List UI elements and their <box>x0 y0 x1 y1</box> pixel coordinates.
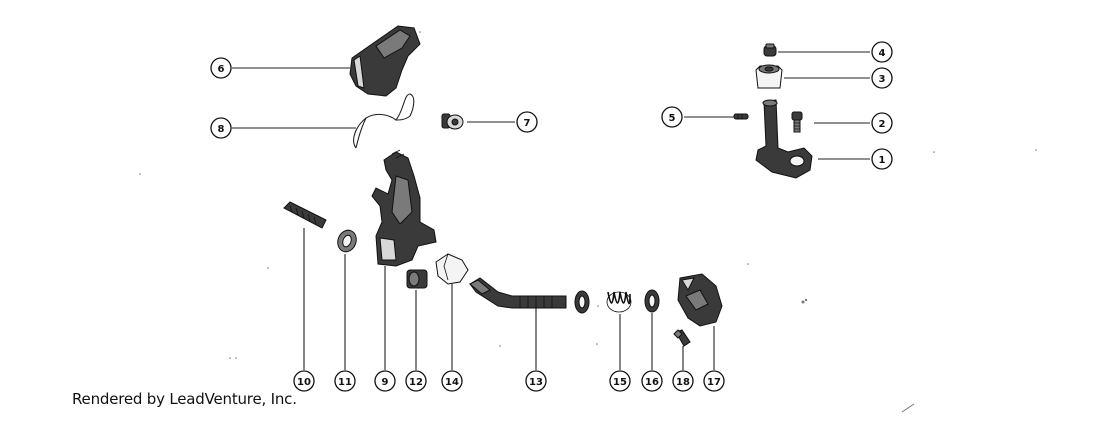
callout-4: 4 <box>871 41 893 63</box>
callout-18: 18 <box>672 370 694 392</box>
part-5-pin <box>733 113 749 120</box>
part-10-stud <box>283 201 327 229</box>
callout-12: 12 <box>405 370 427 392</box>
callout-13-label: 13 <box>529 377 543 388</box>
part-15-spring <box>606 291 632 313</box>
part-18-pin <box>673 329 691 347</box>
callout-5: 5 <box>661 106 683 128</box>
callout-9: 9 <box>374 370 396 392</box>
callout-6-label: 6 <box>218 64 225 75</box>
part-4-cap <box>763 43 777 57</box>
part-9-shift-lever <box>371 149 437 267</box>
callout-3-label: 3 <box>879 74 886 85</box>
part-washer-ring <box>574 290 590 314</box>
callout-8: 8 <box>210 117 232 139</box>
callout-7: 7 <box>516 111 538 133</box>
callout-2-label: 2 <box>879 119 886 130</box>
callout-4-label: 4 <box>879 48 886 59</box>
callout-15: 15 <box>609 370 631 392</box>
callout-13: 13 <box>525 370 547 392</box>
callout-8-label: 8 <box>218 124 225 135</box>
callout-14: 14 <box>441 370 463 392</box>
part-7-screw <box>441 113 464 130</box>
part-14-boot <box>435 253 469 285</box>
callout-1-label: 1 <box>879 155 886 166</box>
part-2-screw <box>791 111 803 133</box>
part-17-cam <box>677 273 723 327</box>
callout-10: 10 <box>293 370 315 392</box>
part-8-spring-wire <box>353 93 415 149</box>
part-16-washer <box>644 289 660 313</box>
callout-18-label: 18 <box>676 377 690 388</box>
callout-3: 3 <box>871 67 893 89</box>
part-3-bushing <box>755 64 783 89</box>
part-11-washer <box>337 229 357 253</box>
callout-11: 11 <box>334 370 356 392</box>
callout-1: 1 <box>871 148 893 170</box>
callout-10-label: 10 <box>297 377 311 388</box>
callout-15-label: 15 <box>613 377 627 388</box>
scan-specks <box>139 31 1037 413</box>
callout-9-label: 9 <box>382 377 389 388</box>
callout-17: 17 <box>703 370 725 392</box>
part-13-shaft <box>469 277 567 309</box>
callout-5-label: 5 <box>669 113 676 124</box>
part-6-bracket <box>349 25 421 97</box>
credit-text: Rendered by LeadVenture, Inc. <box>72 390 297 408</box>
callout-16-label: 16 <box>645 377 659 388</box>
callout-17-label: 17 <box>707 377 721 388</box>
callout-6: 6 <box>210 57 232 79</box>
callout-12-label: 12 <box>409 377 423 388</box>
callout-16: 16 <box>641 370 663 392</box>
callout-11-label: 11 <box>338 377 352 388</box>
callout-14-label: 14 <box>445 377 459 388</box>
part-1-arm <box>755 99 813 179</box>
callout-2: 2 <box>871 112 893 134</box>
part-12-nut <box>406 269 428 289</box>
callout-7-label: 7 <box>524 118 531 129</box>
